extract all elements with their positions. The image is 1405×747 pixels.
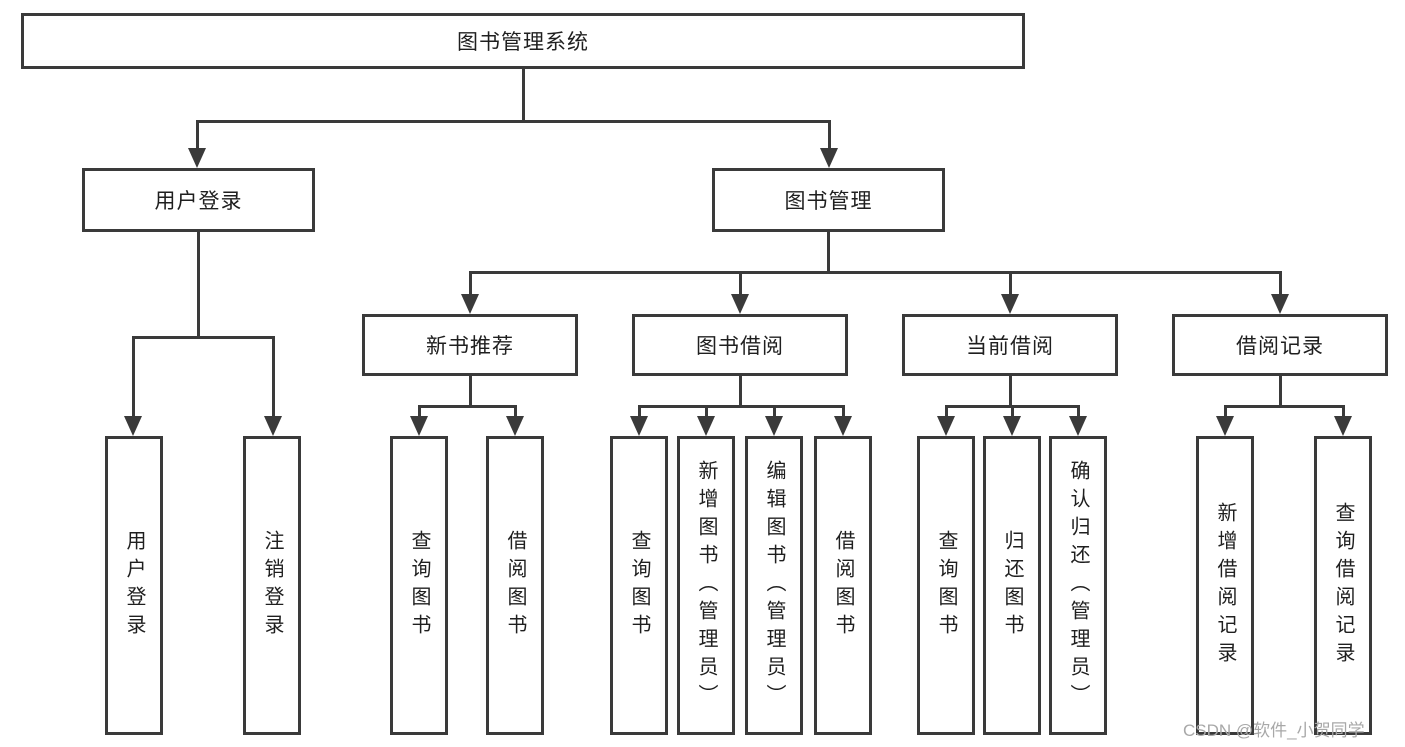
connector-vline (828, 120, 831, 152)
connector-hline (638, 405, 844, 408)
leaf-record-add-record: 新增借阅记录 (1196, 436, 1254, 735)
connector-hline (1224, 405, 1344, 408)
leaf-borrow-query-book: 查询图书 (610, 436, 668, 735)
leaf-borrow-edit-book-admin: 编辑图书（管理员） (745, 436, 803, 735)
leaf-logout: 注销登录 (243, 436, 301, 735)
leaf-recommend-borrow-book: 借阅图书 (486, 436, 544, 735)
connector-vline (196, 120, 199, 152)
connector-vline (469, 374, 472, 408)
node-user-login: 用户登录 (82, 168, 315, 232)
connector-vline (945, 405, 948, 419)
node-root: 图书管理系统 (21, 13, 1025, 69)
connector-vline (1009, 271, 1012, 296)
leaf-recommend-query-book: 查询图书 (390, 436, 448, 735)
arrowhead-down (410, 416, 428, 436)
connector-vline (272, 336, 275, 418)
node-borrow-records: 借阅记录 (1172, 314, 1388, 376)
leaf-record-query-record: 查询借阅记录 (1314, 436, 1372, 735)
arrowhead-down (461, 294, 479, 314)
arrowhead-down (697, 416, 715, 436)
arrowhead-down (1069, 416, 1087, 436)
connector-hline (469, 271, 1282, 274)
leaf-user-login: 用户登录 (105, 436, 163, 735)
leaf-borrow-add-book-admin: 新增图书（管理员） (677, 436, 735, 735)
node-new-book-recommend: 新书推荐 (362, 314, 578, 376)
arrowhead-down (731, 294, 749, 314)
arrowhead-down (506, 416, 524, 436)
connector-vline (739, 374, 742, 408)
connector-vline (827, 230, 830, 274)
connector-vline (773, 405, 776, 419)
leaf-current-query-book: 查询图书 (917, 436, 975, 735)
connector-vline (705, 405, 708, 419)
connector-vline (1279, 374, 1282, 408)
arrowhead-down (188, 148, 206, 168)
arrowhead-down (1334, 416, 1352, 436)
watermark-text: CSDN @软件_小贺同学 (1183, 721, 1365, 740)
node-book-management: 图书管理 (712, 168, 945, 232)
connector-vline (132, 336, 135, 418)
arrowhead-down (1216, 416, 1234, 436)
connector-vline (197, 230, 200, 338)
connector-vline (514, 405, 517, 419)
arrowhead-down (1003, 416, 1021, 436)
connector-vline (469, 271, 472, 296)
connector-vline (1342, 405, 1345, 419)
connector-hline (196, 120, 830, 123)
connector-vline (638, 405, 641, 419)
connector-vline (739, 271, 742, 296)
arrowhead-down (820, 148, 838, 168)
leaf-current-confirm-return-admin: 确认归还（管理员） (1049, 436, 1107, 735)
connector-hline (132, 336, 274, 339)
connector-vline (418, 405, 421, 419)
connector-hline (418, 405, 516, 408)
arrowhead-down (834, 416, 852, 436)
connector-vline (842, 405, 845, 419)
connector-vline (522, 66, 525, 122)
connector-vline (1224, 405, 1227, 419)
connector-vline (1011, 405, 1014, 419)
arrowhead-down (1271, 294, 1289, 314)
arrowhead-down (765, 416, 783, 436)
connector-vline (1077, 405, 1080, 419)
arrowhead-down (1001, 294, 1019, 314)
node-book-borrow: 图书借阅 (632, 314, 848, 376)
node-current-borrow: 当前借阅 (902, 314, 1118, 376)
arrowhead-down (937, 416, 955, 436)
connector-vline (1279, 271, 1282, 296)
arrowhead-down (264, 416, 282, 436)
connector-vline (1009, 374, 1012, 408)
arrowhead-down (630, 416, 648, 436)
leaf-borrow-borrow-book: 借阅图书 (814, 436, 872, 735)
arrowhead-down (124, 416, 142, 436)
leaf-current-return-book: 归还图书 (983, 436, 1041, 735)
